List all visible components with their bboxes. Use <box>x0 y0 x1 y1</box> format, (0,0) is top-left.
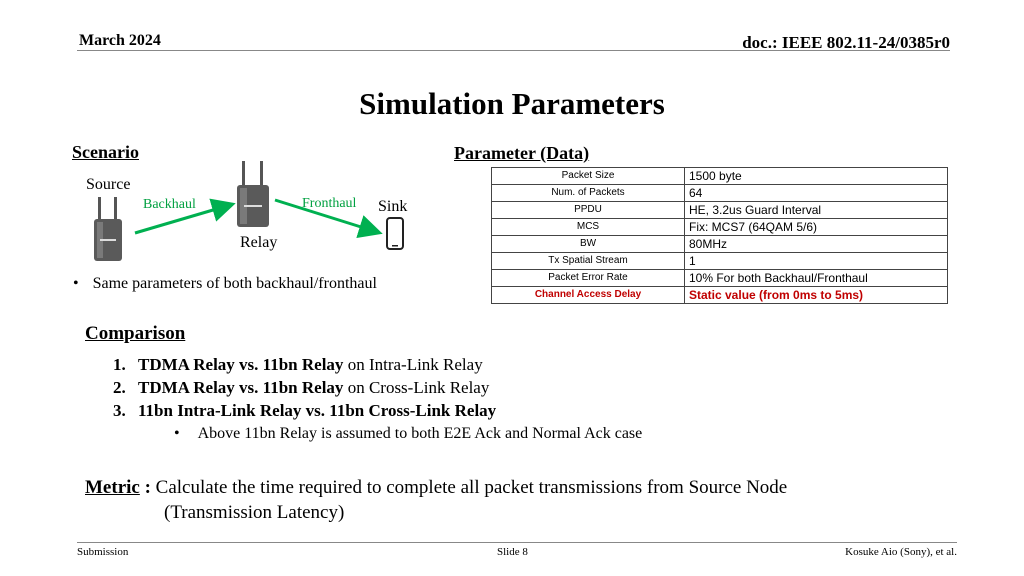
relay-label: Relay <box>240 234 278 251</box>
item-number: 1. <box>113 355 126 374</box>
param-key: Packet Size <box>491 167 685 185</box>
item-bold-text: TDMA Relay vs. 11bn Relay <box>138 355 344 374</box>
scenario-heading: Scenario <box>72 142 139 162</box>
param-value: 10% For both Backhaul/Fronthaul <box>684 269 948 287</box>
footer-submission: Submission <box>77 546 129 558</box>
comparison-sub-bullet: • Above 11bn Relay is assumed to both E2… <box>174 425 642 443</box>
fronthaul-label: Fronthaul <box>302 196 357 211</box>
param-key: Channel Access Delay <box>491 286 685 304</box>
metric-label: Metric <box>85 477 140 498</box>
metric-text: Calculate the time required to complete … <box>155 477 788 498</box>
param-value: 64 <box>684 184 948 202</box>
param-key: MCS <box>491 218 685 236</box>
footer-divider <box>77 542 957 543</box>
parameter-heading: Parameter (Data) <box>454 143 590 163</box>
item-text: on Cross-Link Relay <box>343 378 490 397</box>
footer-slide-number: Slide 8 <box>497 546 528 558</box>
item-text: on Intra-Link Relay <box>343 355 483 374</box>
header-doc-id: doc.: IEEE 802.11-24/0385r0 <box>742 33 950 52</box>
item-bold-text: TDMA Relay vs. 11bn Relay <box>138 378 344 397</box>
footer-author: Kosuke Aio (Sony), et al. <box>845 546 957 558</box>
comparison-item-2: 2. TDMA Relay vs. 11bn Relay on Cross-Li… <box>113 378 489 398</box>
backhaul-arrow <box>134 198 236 235</box>
bullet-dot: • <box>73 275 79 292</box>
comparison-item-1: 1. TDMA Relay vs. 11bn Relay on Intra-Li… <box>113 355 483 375</box>
param-key: BW <box>491 235 685 253</box>
relay-router-icon <box>237 161 269 227</box>
scenario-bullet-text: Same parameters of both backhaul/frontha… <box>92 275 377 292</box>
header-date: March 2024 <box>79 32 161 49</box>
item-number: 2. <box>113 378 126 397</box>
bullet-dot: • <box>174 425 180 442</box>
param-key: PPDU <box>491 201 685 219</box>
param-key: Num. of Packets <box>491 184 685 202</box>
param-value: 1500 byte <box>684 167 948 185</box>
param-value: Static value (from 0ms to 5ms) <box>684 286 948 304</box>
param-key: Packet Error Rate <box>491 269 685 287</box>
sub-bullet-text: Above 11bn Relay is assumed to both E2E … <box>197 425 643 442</box>
param-value: 80MHz <box>684 235 948 253</box>
item-bold-text: 11bn Intra-Link Relay vs. 11bn Cross-Lin… <box>138 401 497 420</box>
param-value: Fix: MCS7 (64QAM 5/6) <box>684 218 948 236</box>
backhaul-label: Backhaul <box>143 197 196 212</box>
scenario-diagram <box>94 161 404 261</box>
source-router-icon <box>94 197 122 261</box>
item-number: 3. <box>113 401 126 420</box>
metric-line-2: (Transmission Latency) <box>164 502 345 523</box>
scenario-bullet: • Same parameters of both backhaul/front… <box>73 275 377 293</box>
comparison-heading: Comparison <box>85 323 186 344</box>
param-key: Tx Spatial Stream <box>491 252 685 270</box>
comparison-item-3: 3. 11bn Intra-Link Relay vs. 11bn Cross-… <box>113 401 496 421</box>
page-title: Simulation Parameters <box>359 86 665 121</box>
metric-colon: : <box>139 477 151 498</box>
header-divider <box>77 50 950 51</box>
source-label: Source <box>86 176 131 193</box>
param-value: 1 <box>684 252 948 270</box>
sink-phone-icon <box>386 217 404 250</box>
metric-line-1: Metric : Calculate the time required to … <box>85 477 787 499</box>
param-value: HE, 3.2us Guard Interval <box>684 201 948 219</box>
fronthaul-arrow <box>274 198 383 239</box>
sink-label: Sink <box>378 198 408 215</box>
